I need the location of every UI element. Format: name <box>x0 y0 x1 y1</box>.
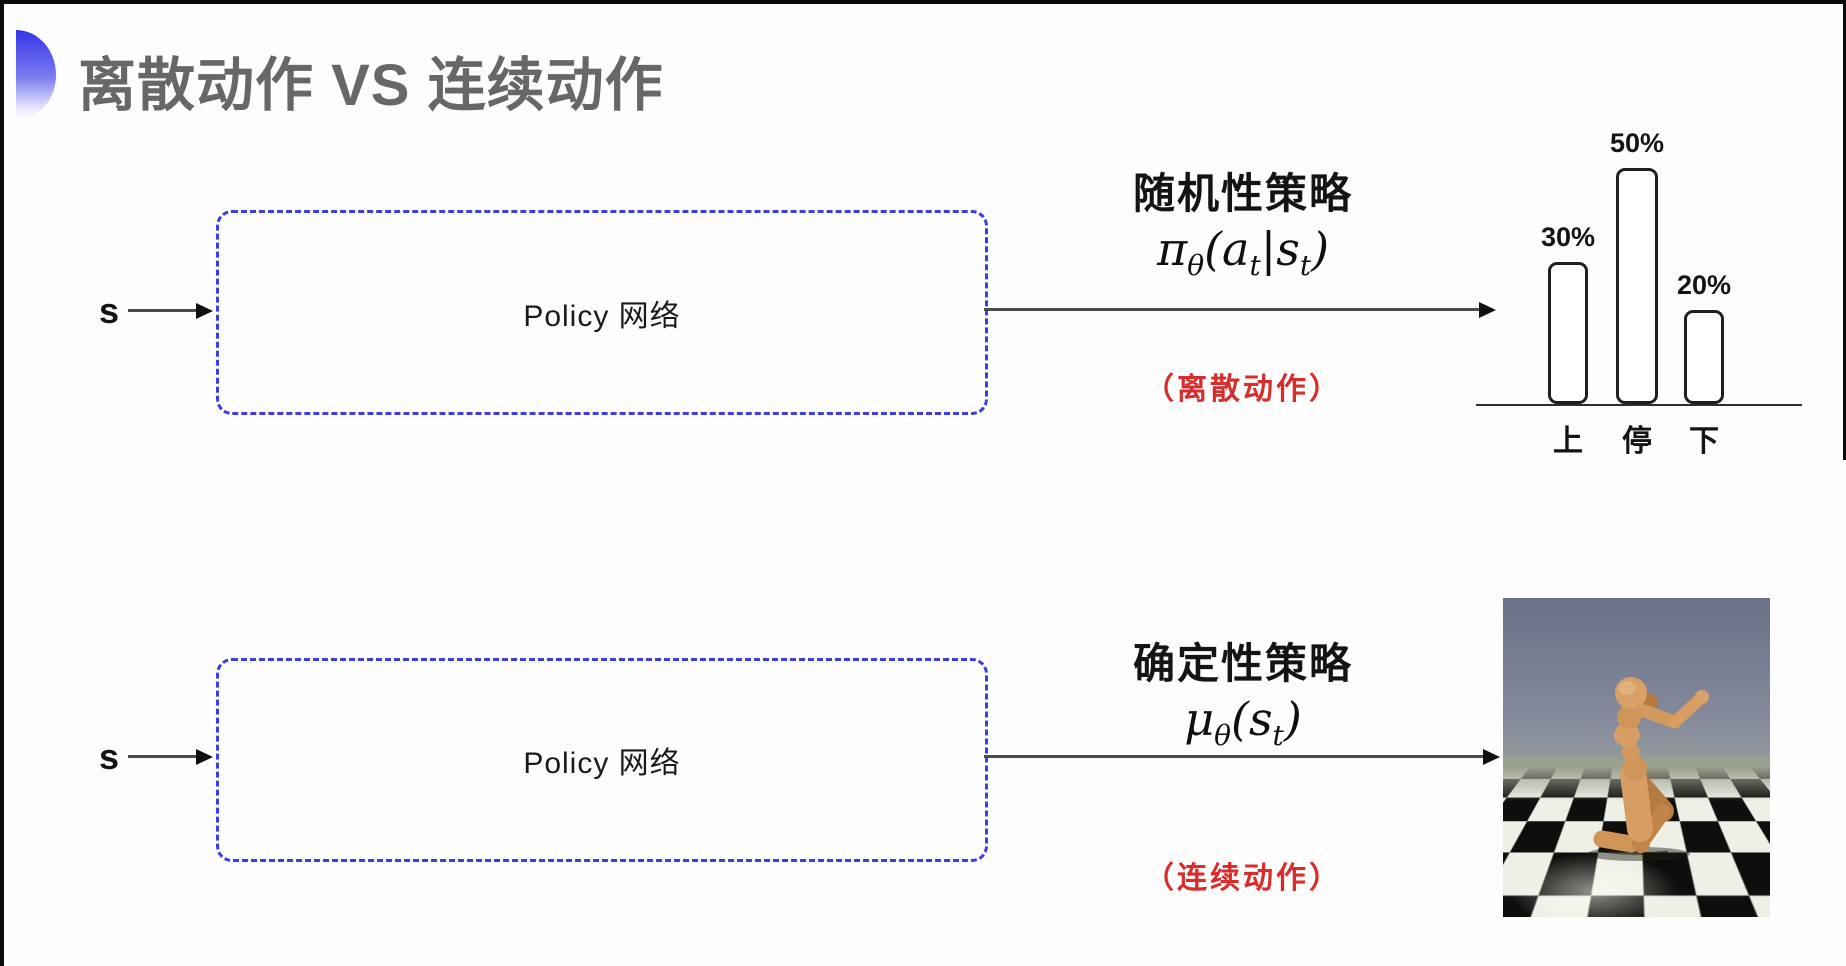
formula-bar-s: |s <box>1260 222 1300 276</box>
formula-theta-sub: θ <box>1214 719 1231 752</box>
prob-category-label: 上 <box>1553 425 1583 458</box>
formula-mu: μ <box>1184 692 1215 746</box>
chart-baseline <box>1476 404 1802 406</box>
formula-close: ) <box>1283 692 1302 746</box>
prob-category-label: 停 <box>1622 425 1652 458</box>
policy-network-box-bottom: Policy 网络 <box>216 658 988 862</box>
formula-t-sub: t <box>1272 719 1284 752</box>
prob-bar-上 <box>1548 262 1588 404</box>
prob-value-label: 30% <box>1540 222 1596 252</box>
policy-network-box-top: Policy 网络 <box>216 210 988 415</box>
formula-pi: π <box>1156 222 1188 276</box>
title-bullet-decoration <box>16 30 56 120</box>
state-input-label-top: s <box>98 290 120 331</box>
floor-glare <box>1508 853 1680 917</box>
humanoid-simulation-image <box>1503 598 1770 917</box>
frame-edge-top <box>0 0 1846 4</box>
discrete-action-note: （离散动作） <box>1144 373 1342 406</box>
prob-bar-下 <box>1684 310 1724 404</box>
frame-edge-right <box>1843 0 1846 460</box>
formula-close: ) <box>1311 222 1330 276</box>
deterministic-policy-formula: μθ(st) <box>1184 692 1302 752</box>
arrow-state-to-policy-top <box>128 309 197 312</box>
deterministic-policy-title: 确定性策略 <box>1132 640 1354 687</box>
formula-theta-sub: θ <box>1187 249 1205 282</box>
arrow-state-to-policy-bottom <box>128 755 197 758</box>
stochastic-policy-formula: πθ(at|st) <box>1157 222 1329 282</box>
formula-t-sub: t <box>1249 249 1261 282</box>
continuous-action-note: （连续动作） <box>1144 862 1342 895</box>
prob-value-label: 50% <box>1609 128 1665 158</box>
prob-bar-停 <box>1616 168 1658 404</box>
frame-edge-left <box>0 0 4 966</box>
arrow-policy-to-output-top <box>984 308 1480 311</box>
page-title: 离散动作 VS 连续动作 <box>78 53 664 118</box>
policy-network-label-top: Policy 网络 <box>523 299 681 333</box>
humanoid-robot-figure <box>1586 677 1709 861</box>
action-prob-chart: 30% 上 50% 停 20% 下 <box>1476 104 1806 460</box>
prob-value-label: 20% <box>1676 270 1732 300</box>
formula-open-s: (s <box>1230 692 1273 746</box>
arrow-policy-to-output-bottom <box>984 755 1484 758</box>
policy-network-label-bottom: Policy 网络 <box>523 747 681 780</box>
formula-t-sub2: t <box>1299 249 1312 282</box>
state-input-label-bottom: s <box>98 736 120 777</box>
formula-open-a: (a <box>1204 222 1250 276</box>
prob-category-label: 下 <box>1689 425 1719 458</box>
stochastic-policy-title: 随机性策略 <box>1132 170 1354 217</box>
